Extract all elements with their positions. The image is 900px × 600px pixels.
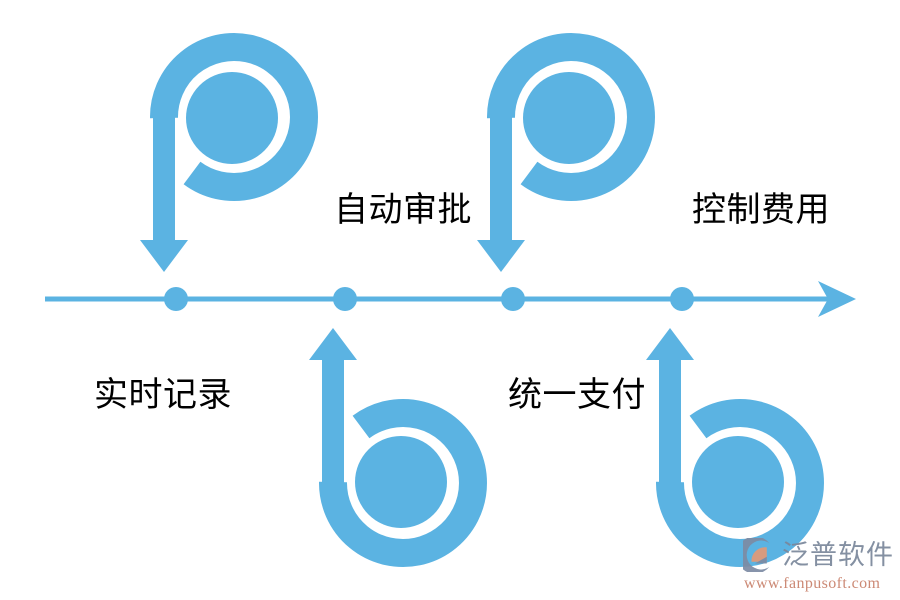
- timeline-node-dot-1[interactable]: [164, 287, 188, 311]
- timeline-node-dot-3[interactable]: [501, 287, 525, 311]
- loop-arrow-down-1: [140, 33, 318, 272]
- node-label-unified-payment: 统一支付: [508, 375, 646, 415]
- fanpu-logo-icon: [743, 538, 770, 572]
- loop-arrow-up-2: [646, 328, 824, 567]
- brand-url: www.fanpusoft.com: [744, 575, 881, 592]
- timeline-node-dot-4[interactable]: [670, 287, 694, 311]
- node-label-primary-bottom-left: 实时记录: [94, 375, 232, 415]
- node-label-auto-approval: 自动审批: [334, 190, 472, 230]
- brand-watermark: 泛普软件 www.fanpusoft.com: [743, 538, 894, 592]
- timeline-node-dot-2[interactable]: [333, 287, 357, 311]
- brand-name: 泛普软件: [782, 539, 894, 571]
- node-label-cost-control: 控制费用: [692, 190, 830, 230]
- loop-arrow-down-2: [477, 33, 655, 272]
- loop-arrow-up-1: [309, 328, 487, 567]
- timeline-arrow-head: [818, 281, 856, 317]
